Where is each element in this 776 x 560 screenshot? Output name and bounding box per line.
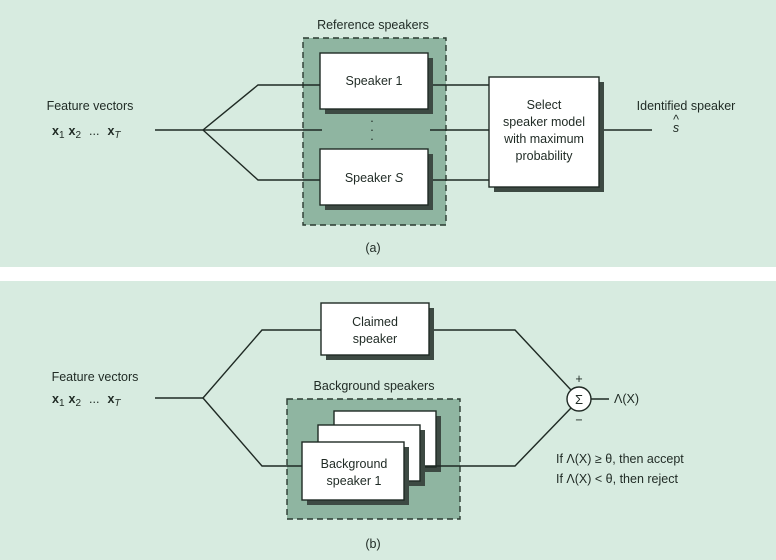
background-speakers-label: Background speakers bbox=[314, 379, 435, 393]
bg-speaker-1-box bbox=[301, 441, 405, 501]
speaker-s-box bbox=[319, 148, 429, 206]
claimed-speaker-box bbox=[320, 302, 430, 356]
claimed-line-2: speaker bbox=[353, 332, 397, 346]
claimed-line-1: Claimed bbox=[352, 315, 398, 329]
s-hat-accent: ^ bbox=[673, 113, 679, 127]
speaker-1-label: Speaker 1 bbox=[346, 74, 403, 88]
vdots-3: . bbox=[370, 129, 373, 143]
wire-claimed-sum bbox=[434, 329, 572, 391]
speaker-s-label: Speaker S bbox=[345, 171, 404, 185]
branch-wire-bottom-b bbox=[202, 397, 302, 467]
minus-sign: − bbox=[575, 413, 582, 427]
rule-accept: If Λ(X) ≥ θ, then accept bbox=[556, 452, 684, 466]
select-line-1: Select bbox=[527, 98, 562, 112]
select-line-4: probability bbox=[516, 149, 574, 163]
lambda-output: Λ(X) bbox=[614, 392, 639, 406]
feature-vectors-label-a: Feature vectors bbox=[47, 99, 134, 113]
vdots-2: . bbox=[370, 120, 373, 134]
select-line-3: with maximum bbox=[503, 132, 584, 146]
caption-a: (a) bbox=[365, 241, 380, 255]
wire-bg-sum bbox=[425, 407, 572, 467]
select-line-2: speaker model bbox=[503, 115, 585, 129]
s-hat-symbol: s bbox=[673, 121, 679, 135]
speaker-1-box bbox=[319, 52, 429, 110]
branch-wire-bottom-a bbox=[202, 129, 322, 181]
rule-reject: If Λ(X) < θ, then reject bbox=[556, 472, 678, 486]
branch-wire-top-a bbox=[202, 84, 322, 131]
identified-speaker-label: Identified speaker bbox=[637, 99, 736, 113]
select-model-box bbox=[488, 76, 600, 188]
bg-line-2: speaker 1 bbox=[327, 474, 382, 488]
feature-vectors-label-b: Feature vectors bbox=[52, 370, 139, 384]
sum-symbol: Σ bbox=[575, 392, 583, 407]
vdots-1: . bbox=[370, 111, 373, 125]
reference-speakers-label: Reference speakers bbox=[317, 18, 429, 32]
bg-line-1: Background bbox=[321, 457, 388, 471]
caption-b: (b) bbox=[365, 537, 380, 551]
plus-sign: + bbox=[575, 372, 582, 386]
branch-wire-top-b bbox=[202, 329, 322, 399]
